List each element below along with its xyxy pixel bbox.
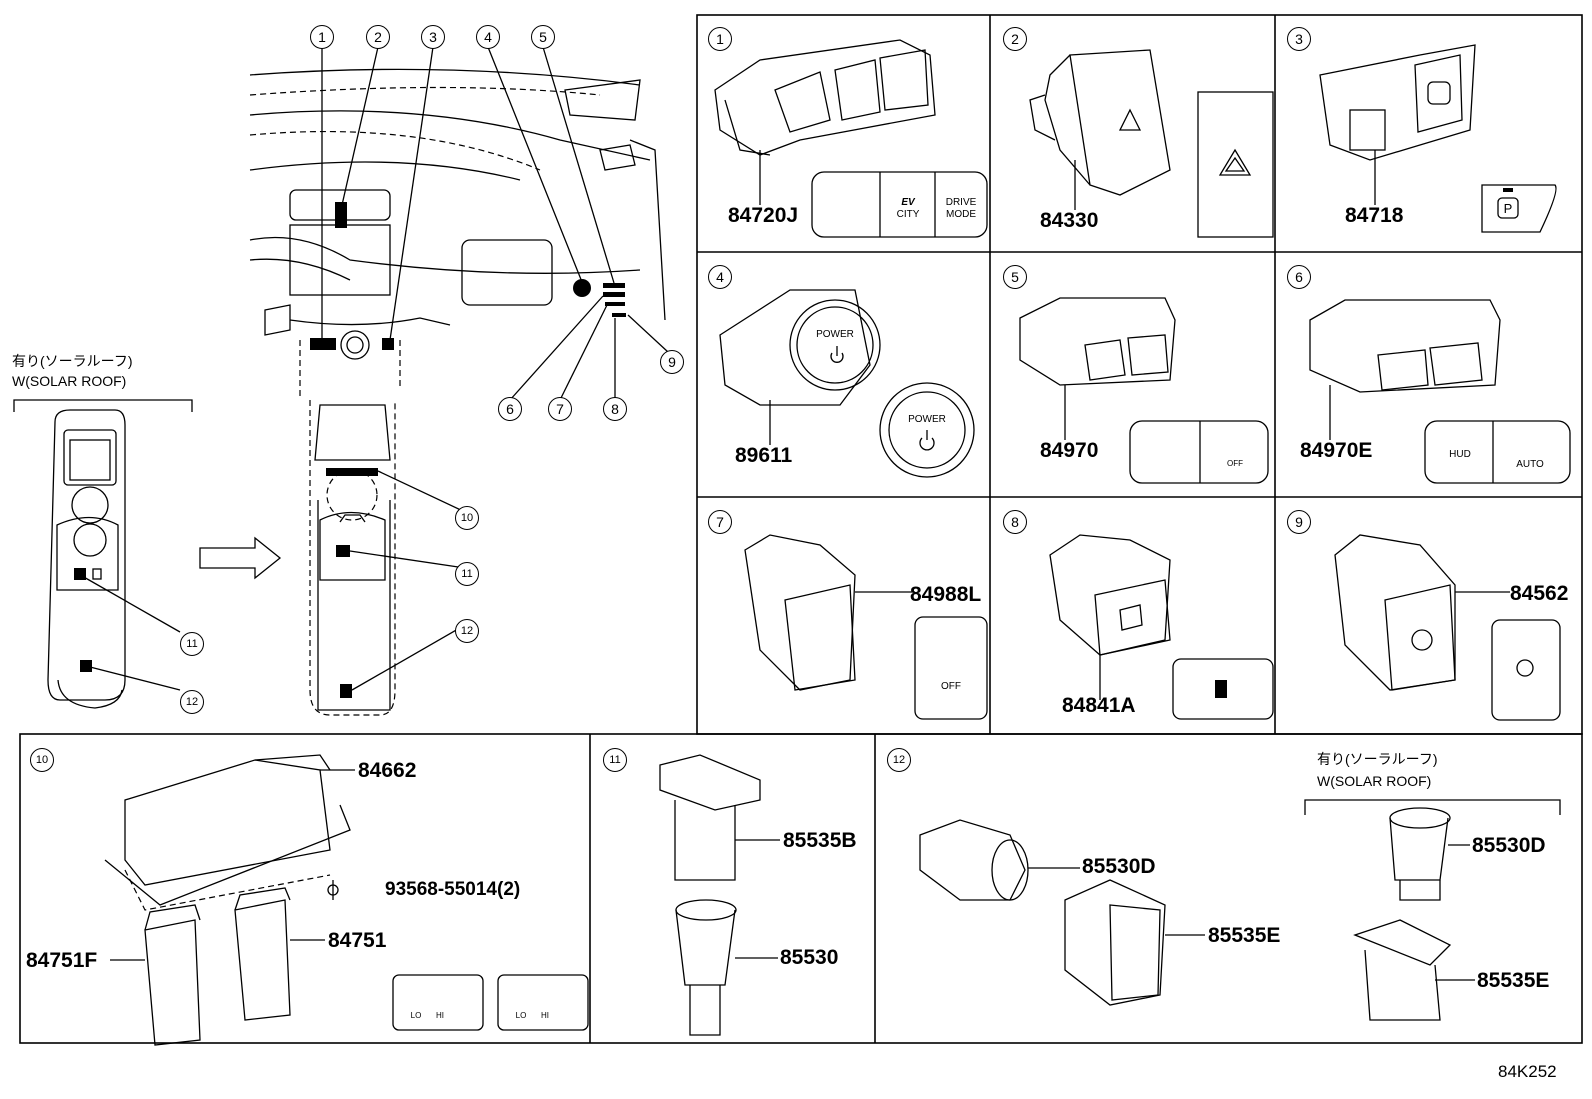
part-85530: 85530 (780, 946, 839, 969)
panel-2-number: 2 (1003, 27, 1027, 51)
p12-solar-note-jp: 有り(ソーラルーフ) (1317, 751, 1438, 767)
part-84751: 84751 (328, 929, 387, 952)
p1-mode-label: MODE (946, 209, 976, 220)
overview-callouts (321, 46, 669, 691)
callout-10: 10 (455, 506, 479, 530)
part-84718: 84718 (1345, 204, 1404, 227)
callout-6: 6 (498, 397, 522, 421)
p12-solar-note-en: W(SOLAR ROOF) (1317, 773, 1432, 789)
p1-city-label: CITY (896, 209, 920, 220)
callout-9: 9 (660, 350, 684, 374)
diagram-code: 84K252 (1498, 1062, 1557, 1081)
part-84751F: 84751F (26, 949, 98, 972)
p4-power-label-small: POWER (816, 329, 854, 340)
panel-8-number: 8 (1003, 510, 1027, 534)
p1-ev-label: EV (901, 197, 915, 208)
callout-7: 7 (548, 397, 572, 421)
panel-8-art (1049, 534, 1274, 720)
callout-11: 11 (455, 562, 479, 586)
panel-11-number: 11 (603, 748, 627, 772)
panel-10-number: 10 (30, 748, 54, 772)
callout-3: 3 (421, 25, 445, 49)
panel-3-art (1319, 44, 1557, 233)
p10-hi-label-2: HI (541, 1011, 549, 1020)
part-89611: 89611 (735, 444, 793, 467)
p1-drive-label: DRIVE (945, 197, 977, 208)
callout-4: 4 (476, 25, 500, 49)
dashboard-overview (13, 46, 669, 716)
p10-hi-label-1: HI (436, 1011, 444, 1020)
part-84330: 84330 (1040, 209, 1099, 232)
callout-1: 1 (310, 25, 334, 49)
p6-hud-label: HUD (1449, 449, 1471, 460)
part-85530D-b: 85530D (1472, 834, 1546, 857)
panel-2-art (1029, 49, 1274, 238)
part-84562: 84562 (1510, 582, 1569, 605)
p3-p-label: P (1503, 201, 1513, 216)
panel-3-number: 3 (1287, 27, 1311, 51)
p4-power-label: POWER (908, 414, 946, 425)
callout-5: 5 (531, 25, 555, 49)
panel-4-number: 4 (708, 265, 732, 289)
solar-roof-note-en: W(SOLAR ROOF) (12, 373, 127, 389)
panel-11-art (659, 754, 780, 1036)
panel-12-number: 12 (887, 748, 911, 772)
p10-lo-label-2: LO (515, 1011, 527, 1020)
part-85535E-b: 85535E (1477, 969, 1550, 992)
panel-5-number: 5 (1003, 265, 1027, 289)
panel-6-art (1309, 299, 1571, 484)
solar-roof-note-jp: 有り(ソーラルーフ) (12, 353, 133, 369)
part-85530D-a: 85530D (1082, 855, 1156, 878)
panel-6-number: 6 (1287, 265, 1311, 289)
callout-8: 8 (603, 397, 627, 421)
panel-10-art (104, 754, 589, 1046)
panel-4-art (719, 289, 975, 478)
part-84662: 84662 (358, 759, 417, 782)
p5-off-label: OFF (1227, 459, 1243, 468)
panel-9-number: 9 (1287, 510, 1311, 534)
part-84988L: 84988L (910, 583, 982, 606)
panel-frames (19, 14, 1583, 1044)
callout-12: 12 (455, 619, 479, 643)
callout-12-solar: 12 (180, 690, 204, 714)
part-84720J: 84720J (728, 204, 799, 227)
part-85535B: 85535B (783, 829, 857, 852)
panel-1-number: 1 (708, 27, 732, 51)
panel-9-art (1334, 534, 1561, 721)
part-93568-55014: 93568-55014(2) (385, 879, 521, 900)
panel-12-art (919, 799, 1561, 1021)
part-84970E: 84970E (1300, 439, 1373, 462)
part-85535E-a: 85535E (1208, 924, 1281, 947)
p6-auto-label: AUTO (1516, 459, 1544, 470)
panel-5-art (1019, 297, 1269, 484)
callout-11-solar: 11 (180, 632, 204, 656)
callout-2: 2 (366, 25, 390, 49)
panel-7-art (744, 534, 988, 720)
part-84841A: 84841A (1062, 694, 1136, 717)
panel-1-art (714, 39, 988, 238)
p7-off-label: OFF (941, 681, 961, 692)
panel-7-number: 7 (708, 510, 732, 534)
p10-lo-label-1: LO (410, 1011, 422, 1020)
part-84970: 84970 (1040, 439, 1099, 462)
